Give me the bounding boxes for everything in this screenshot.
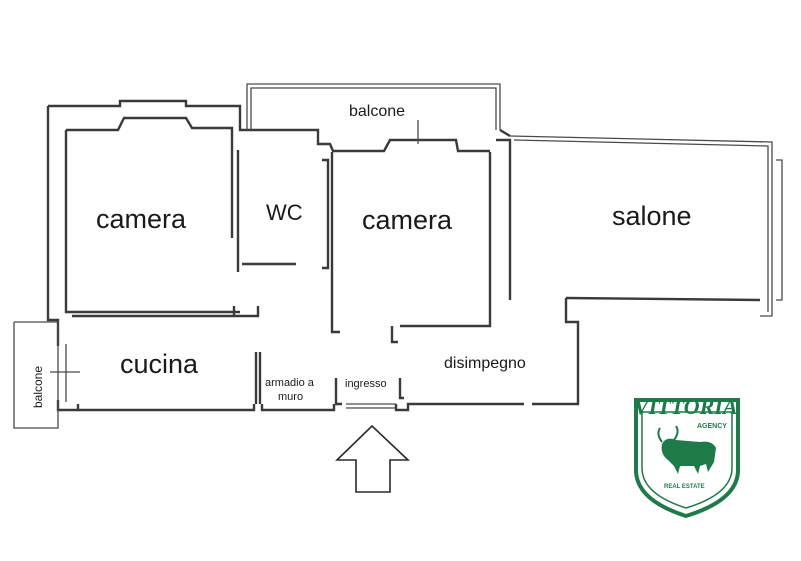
logo-tagline: REAL ESTATE — [664, 484, 705, 490]
room-label-cucina: cucina — [120, 349, 199, 379]
bull-icon — [657, 425, 716, 474]
room-label-salone: salone — [612, 201, 692, 231]
interior-walls — [72, 138, 512, 409]
room-label-wc: WC — [266, 200, 303, 225]
vittoria-logo: VITTORIA AGENCY REAL ESTATE — [634, 394, 740, 519]
room-label-armadio-2: muro — [278, 391, 303, 403]
room-label-balcone-top: balcone — [349, 103, 405, 120]
room-label-balcone-left: balcone — [31, 366, 45, 408]
logo-brand: VITTORIA — [634, 394, 738, 419]
room-label-camera-left: camera — [96, 204, 187, 234]
room-label-camera-center: camera — [362, 205, 453, 235]
room-labels: camera WC camera salone cucina balcone b… — [31, 103, 692, 408]
room-label-armadio: armadio a — [265, 377, 315, 389]
room-label-ingresso: ingresso — [345, 378, 387, 390]
room-label-disimpegno: disimpegno — [444, 355, 526, 372]
outer-walls — [13, 83, 783, 429]
logo-sub: AGENCY — [697, 423, 727, 430]
up-arrow-icon — [335, 424, 411, 493]
